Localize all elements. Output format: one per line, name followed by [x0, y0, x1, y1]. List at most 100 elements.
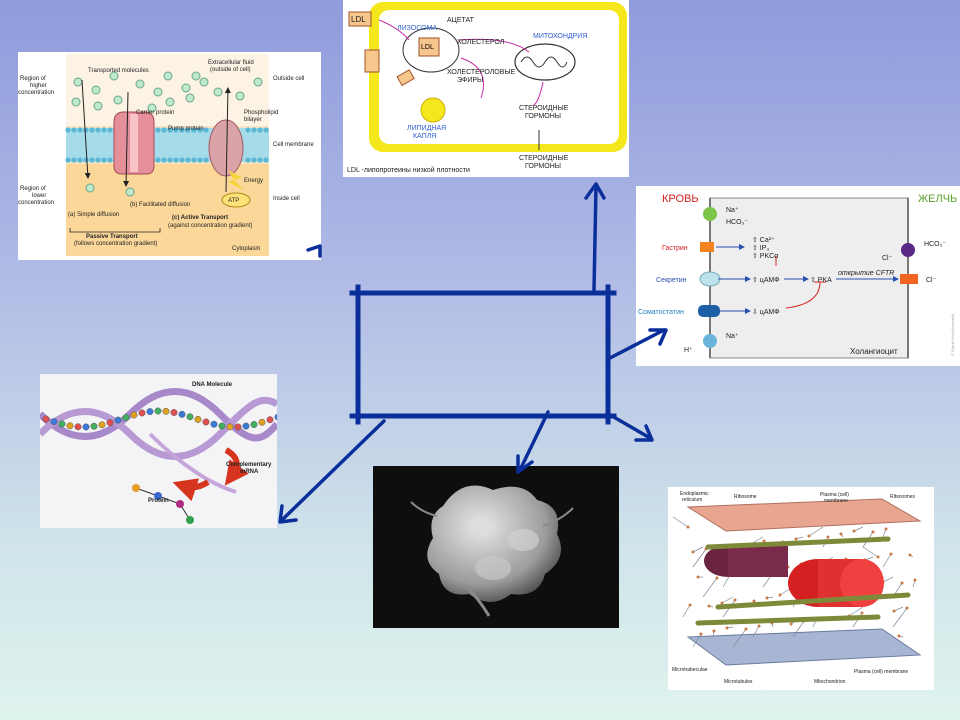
molecule — [153, 87, 163, 97]
hco3-bile-label: HCO₃⁻ — [924, 241, 946, 248]
ribosome-dot — [852, 529, 856, 533]
mesh-filament — [882, 553, 892, 568]
mitochondria-label: МИТОХОНДРИЯ — [533, 33, 587, 40]
cholangiocyte-figure: КРОВЬ ЖЕЛЧЬ Na⁺ HCO₃⁻ Гастрин Секретин С… — [636, 186, 960, 366]
ribosome-dot — [765, 596, 769, 600]
ribosome-dot — [733, 598, 737, 602]
passive-transport-label: Passive Transport — [86, 234, 138, 240]
mesh-filament — [692, 633, 702, 648]
pseudopod-1 — [464, 584, 491, 617]
top-membrane — [686, 498, 922, 532]
cholangiocyte-label: Холангиоцит — [850, 347, 898, 356]
dna-svg: DNA Molecule Complementary mRNA Protein — [40, 374, 277, 528]
ribosome-dot — [913, 578, 917, 582]
phospholipid-head — [89, 157, 95, 163]
ribosome-dot — [900, 581, 904, 585]
dna-base — [226, 423, 234, 431]
phospholipid-head — [245, 127, 251, 133]
microtrabeculae-label: Microtrabeculae — [672, 667, 708, 673]
mesh-filament — [682, 604, 691, 618]
er-tube — [728, 545, 788, 577]
er-label-2: reticulum — [682, 497, 702, 503]
ldl-caption: LDL -липопротеины низкой плотности — [347, 166, 470, 174]
molecule — [93, 101, 103, 111]
phospholipid-head — [179, 127, 185, 133]
phospholipid-head — [203, 127, 209, 133]
ribosome-dot — [871, 530, 875, 534]
acetate-label: АЦЕТАТ — [447, 17, 475, 24]
phospholipid-head — [203, 157, 209, 163]
transcription-arrow — [224, 447, 249, 486]
phospholipid-head — [167, 127, 173, 133]
lysosome-label: ЛИЗОСОМА — [397, 25, 437, 32]
energy-label: Energy — [244, 178, 263, 184]
dna-base — [66, 422, 74, 430]
dna-base — [274, 413, 277, 421]
dna-base — [266, 416, 274, 424]
dna-base — [170, 409, 178, 416]
molecule — [199, 77, 209, 87]
dna-base — [234, 423, 242, 431]
dna-strand-2 — [40, 396, 277, 460]
mesh-filament — [792, 620, 805, 638]
phospholipid-head — [83, 127, 89, 133]
phospholipid-head — [83, 157, 89, 163]
mesh-filament — [893, 606, 904, 612]
phospholipid-head — [155, 157, 161, 163]
molecule — [213, 87, 223, 97]
molecule — [181, 83, 191, 93]
cl-in-label: Cl⁻ — [882, 255, 893, 262]
molecule — [163, 71, 173, 81]
phospholipid-head — [107, 127, 113, 133]
translation-arrow — [172, 478, 210, 502]
ribosome-dot — [691, 550, 695, 554]
molecule — [185, 93, 195, 103]
protein-label: Protein — [148, 498, 169, 504]
molecule — [71, 97, 81, 107]
phospholipid-head — [101, 157, 107, 163]
camp-down-label: ⇩ цАМФ — [752, 308, 780, 316]
arrow-to-cytoskeleton — [610, 414, 652, 440]
molecule — [235, 91, 245, 101]
dna-base — [58, 420, 66, 428]
energy-bolt — [228, 170, 244, 190]
arrow-to-ldl — [592, 184, 598, 292]
microtubules-label: Microtubules — [724, 679, 753, 685]
ldl-uptake-arrow — [378, 19, 410, 41]
phospholipid-head — [191, 157, 197, 163]
passive-transport-sub: (follows concentration gradient) — [74, 241, 157, 247]
microtubule-2 — [715, 592, 911, 610]
molecule — [253, 77, 263, 87]
na-top-label: Na⁺ — [726, 207, 739, 214]
ip3-label: ⇧ IP₃ — [752, 244, 769, 252]
ribosome-dot — [897, 634, 901, 638]
lower-label-3: concentration — [18, 200, 54, 206]
cell-membrane-label: Cell membrane — [273, 142, 314, 148]
dna-base — [154, 407, 162, 415]
somatostatin-receptor — [698, 305, 720, 317]
phospholipid-head — [263, 157, 269, 163]
inside-cell-label: Inside cell — [273, 196, 300, 202]
amino-acid-4 — [186, 516, 194, 524]
dna-strand-1 — [40, 388, 277, 442]
ribosome-dot — [720, 601, 724, 605]
dna-base — [258, 418, 266, 426]
phospholipid-head — [167, 157, 173, 163]
phospholipid-head — [173, 127, 179, 133]
mrna-label-1: Complementary — [226, 462, 272, 468]
dna-base — [82, 423, 90, 431]
phospholipid-head — [107, 157, 113, 163]
electron-micrograph — [373, 466, 619, 628]
ldl-outside-label: LDL — [351, 15, 366, 24]
molecule — [73, 77, 83, 87]
ribosome-dot — [699, 632, 703, 636]
phospholipid-head — [197, 157, 203, 163]
central-frame — [355, 290, 611, 419]
phospholipid-head — [263, 127, 269, 133]
phospholipid-head — [251, 127, 257, 133]
phospholipid-head — [257, 157, 263, 163]
lower-label-1: Region of — [20, 186, 46, 192]
dna-base — [242, 422, 250, 430]
cl-hco3-exchanger — [901, 243, 915, 257]
na-bottom-label: Na⁺ — [726, 333, 739, 340]
